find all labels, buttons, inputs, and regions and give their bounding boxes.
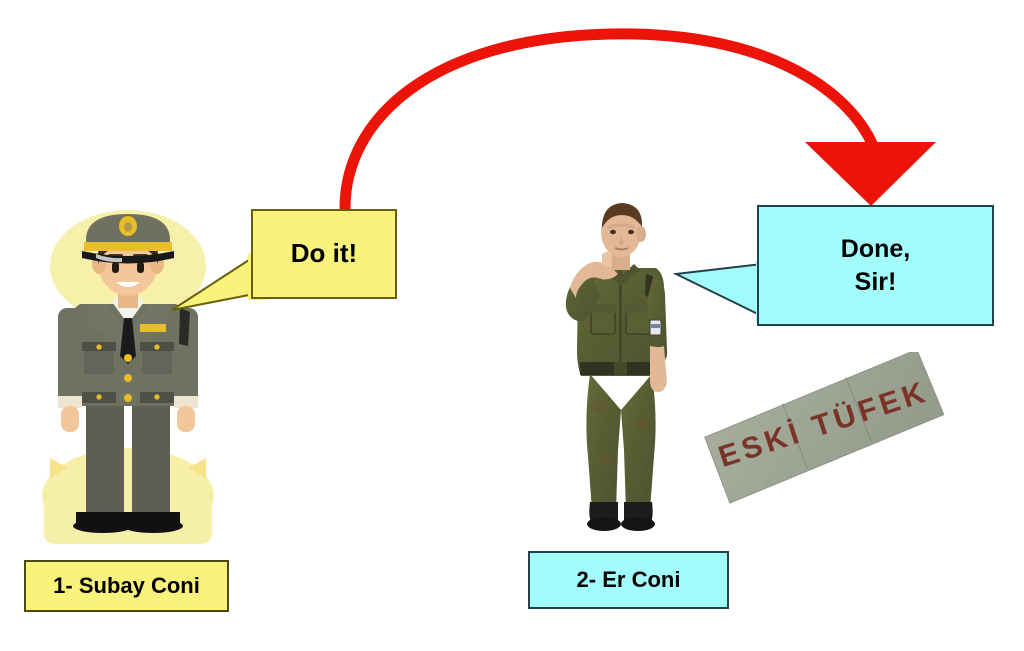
soldier-speech-text: Done, Sir!: [841, 233, 910, 298]
label-soldier-text: 2- Er Coni: [576, 567, 681, 592]
cyan-bubble-tail: [672, 260, 774, 322]
officer-speech-bubble[interactable]: Do it!: [251, 209, 397, 299]
eski-tufek-sign: ESKİ TÜFEK: [704, 352, 945, 504]
figure-officer: [42, 210, 214, 544]
soldier-speech-line-2: Sir!: [854, 267, 897, 296]
soldier-speech-bubble[interactable]: Done, Sir!: [757, 205, 994, 326]
officer-speech-text: Do it!: [290, 238, 358, 269]
label-officer[interactable]: 1- Subay Coni: [24, 560, 229, 612]
soldier-speech-line-1: Done,: [840, 235, 911, 263]
label-officer-text: 1- Subay Coni: [53, 573, 200, 598]
figure-soldier: [565, 203, 668, 531]
label-soldier[interactable]: 2- Er Coni: [528, 551, 729, 609]
